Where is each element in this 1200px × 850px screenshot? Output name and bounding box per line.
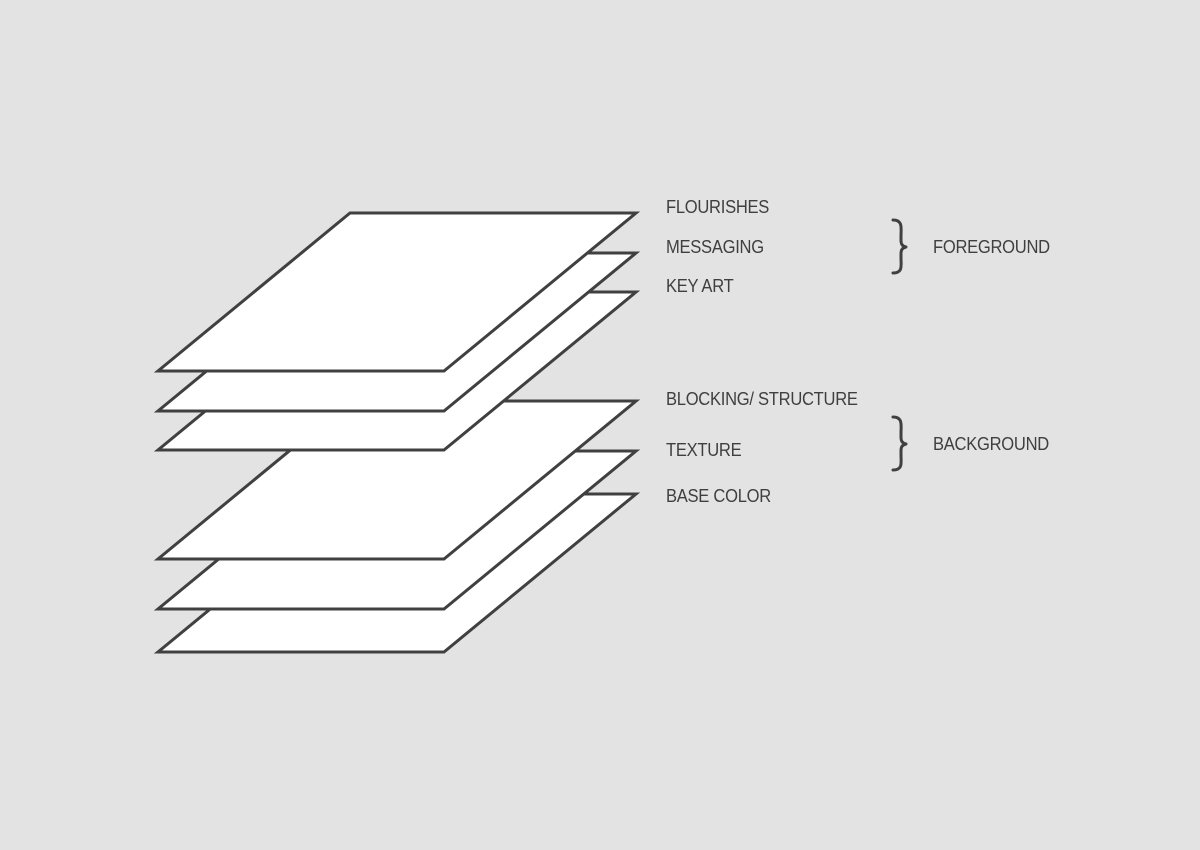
sheet-blocking-structure bbox=[153, 399, 641, 561]
foreground-brace bbox=[891, 218, 908, 275]
layer-label-messaging: MESSAGING bbox=[666, 237, 764, 257]
group-label-background: BACKGROUND bbox=[933, 434, 1049, 454]
sheet-flourishes bbox=[153, 211, 641, 373]
layer-label-texture: TEXTURE bbox=[666, 440, 742, 460]
group-label-foreground: FOREGROUND bbox=[933, 237, 1050, 257]
background-brace bbox=[891, 415, 908, 472]
layer-label-key-art: KEY ART bbox=[666, 276, 734, 296]
layer-label-base-color: BASE COLOR bbox=[666, 486, 771, 506]
layer-label-flourishes: FLOURISHES bbox=[666, 197, 770, 217]
layer-label-blocking-structure: BLOCKING/ STRUCTURE bbox=[666, 389, 858, 409]
